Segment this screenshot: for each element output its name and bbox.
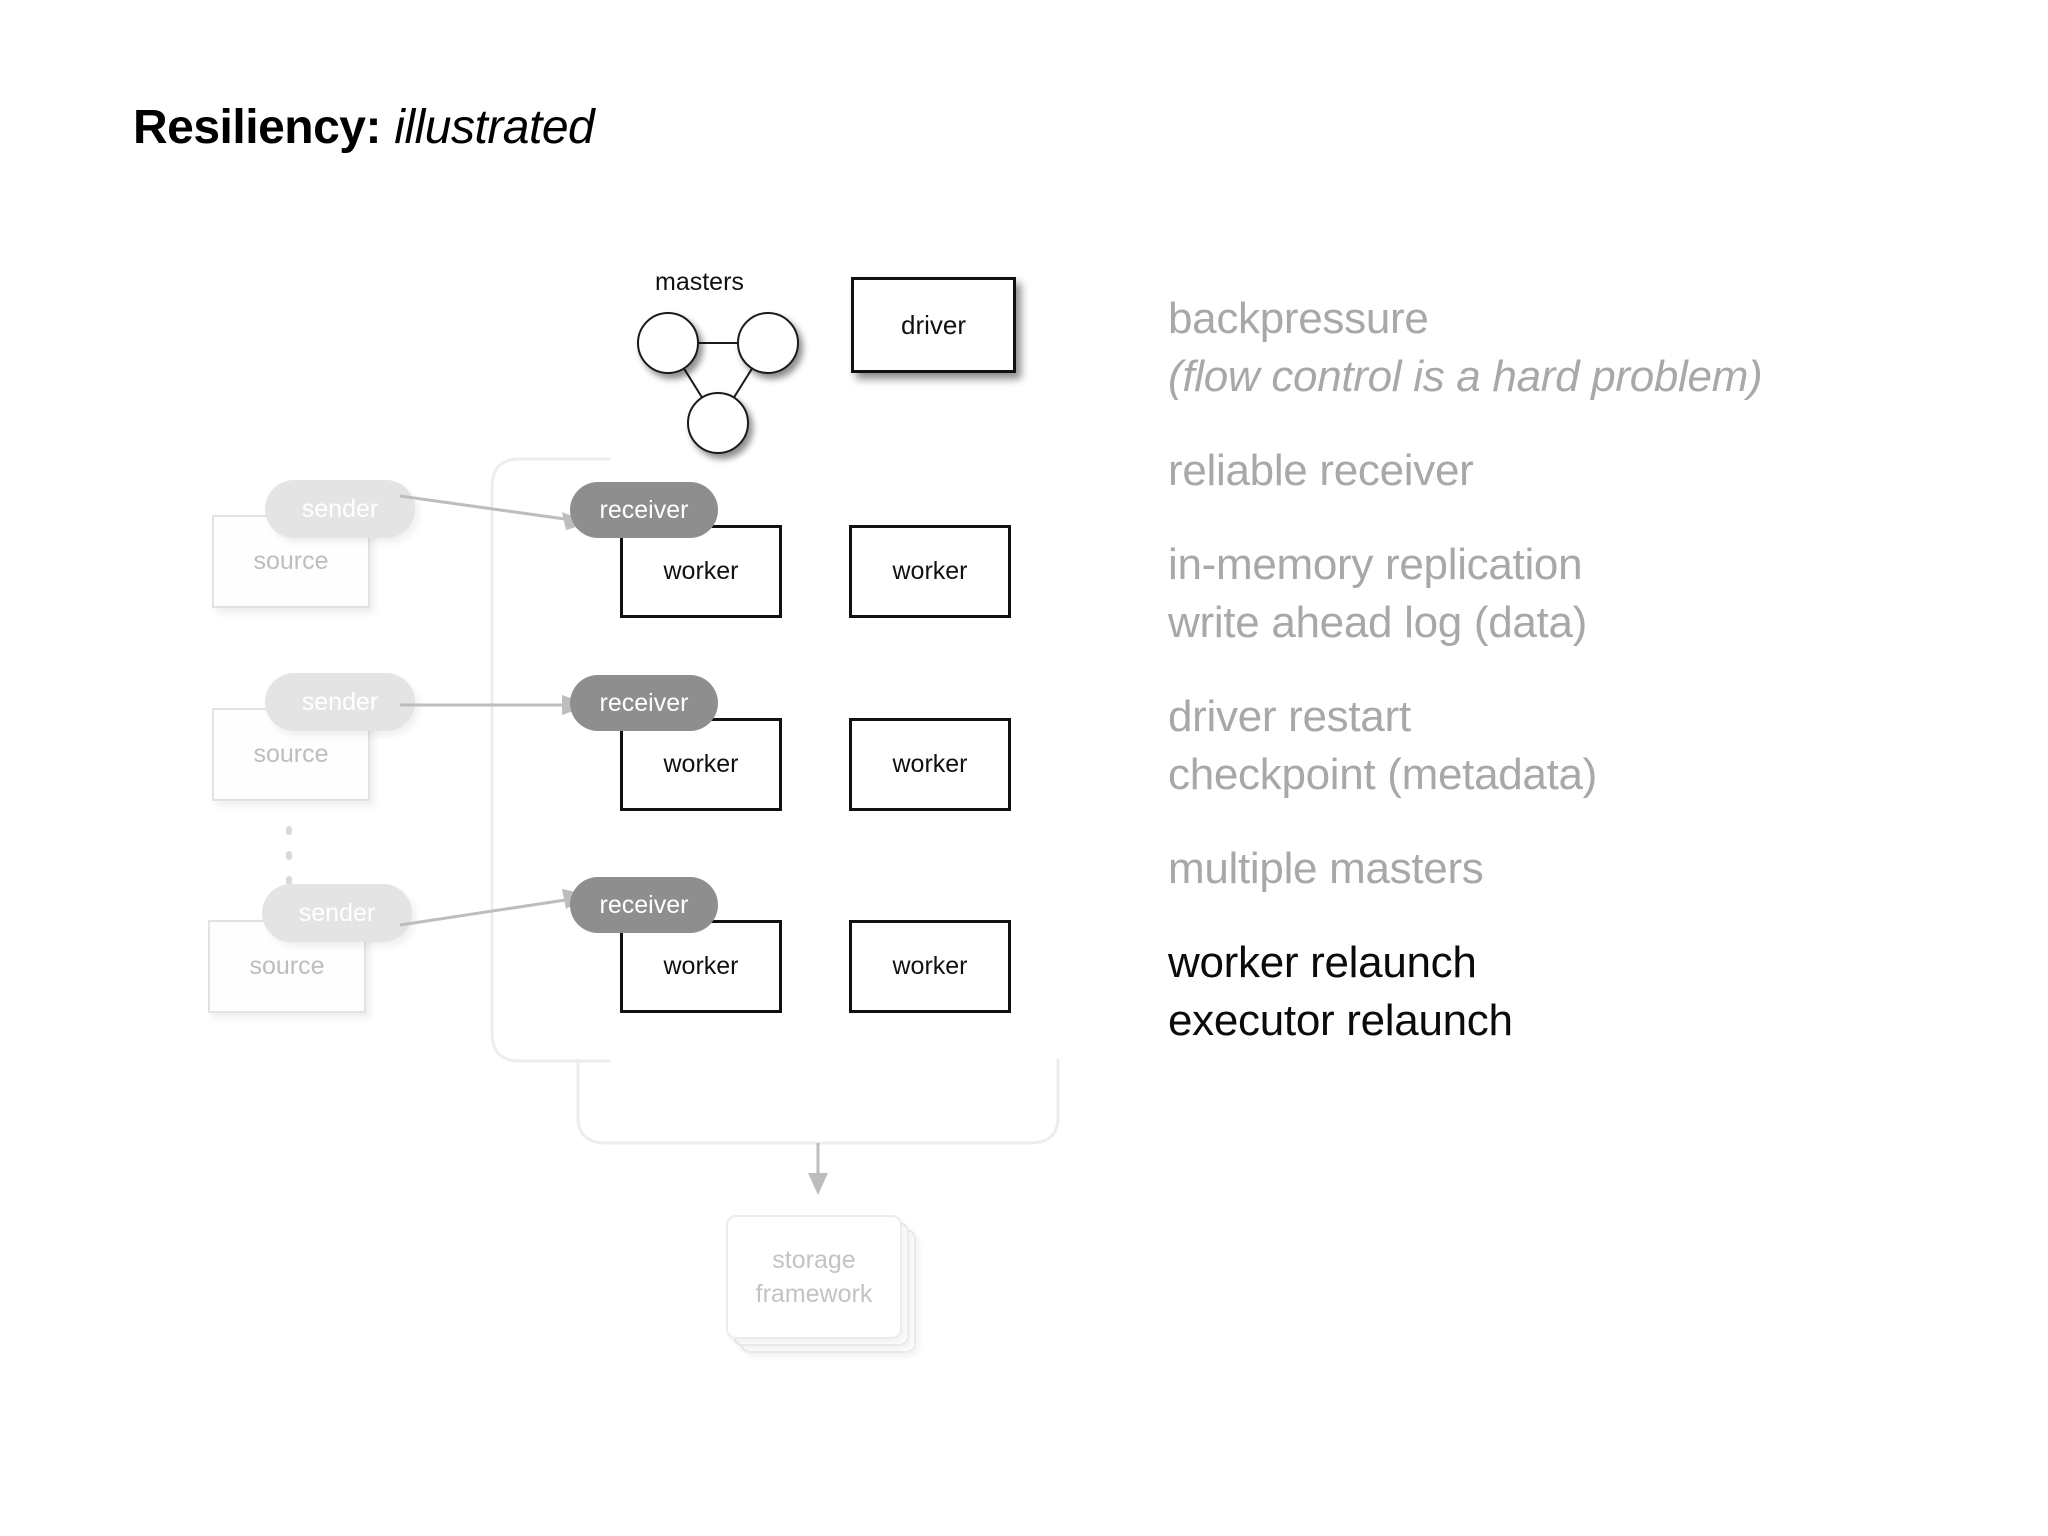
resiliency-feature-list: backpressure (flow control is a hard pro…: [1168, 290, 2008, 1086]
master-node[interactable]: [637, 312, 699, 374]
storage-bracket: [576, 1059, 1060, 1195]
list-item: in-memory replication write ahead log (d…: [1168, 536, 2008, 652]
bullet-line: (flow control is a hard problem): [1168, 352, 1763, 401]
storage-label-line2: framework: [755, 1280, 873, 1308]
bullet-line: worker relaunch: [1168, 938, 1477, 987]
master-node[interactable]: [687, 392, 749, 454]
sender-label: sender: [301, 687, 379, 716]
driver-box[interactable]: driver: [851, 277, 1016, 373]
master-node[interactable]: [737, 312, 799, 374]
storage-card-front: storage framework: [726, 1215, 902, 1339]
bullet-line: checkpoint (metadata): [1168, 750, 1598, 799]
worker-label: worker: [663, 750, 739, 778]
pipeline-row: source sender receiver worker worker: [0, 875, 2048, 1075]
worker-label: worker: [663, 557, 739, 585]
source-label: source: [253, 547, 329, 575]
worker-label: worker: [892, 952, 968, 980]
worker-box-primary[interactable]: worker: [620, 718, 782, 811]
worker-label: worker: [663, 952, 739, 980]
worker-label: worker: [892, 557, 968, 585]
receiver-pill[interactable]: receiver: [570, 482, 718, 538]
sender-pill[interactable]: sender: [265, 673, 415, 731]
receiver-label: receiver: [599, 495, 689, 524]
receiver-pill[interactable]: receiver: [570, 877, 718, 933]
bullet-line: driver restart: [1168, 692, 1411, 741]
masters-label: masters: [655, 268, 744, 296]
bullet-line: reliable receiver: [1168, 446, 1474, 495]
list-item: worker relaunch executor relaunch: [1168, 934, 2008, 1050]
worker-box-secondary[interactable]: worker: [849, 718, 1011, 811]
storage-framework-stack[interactable]: storage framework: [726, 1215, 916, 1355]
bullet-line: in-memory replication: [1168, 540, 1583, 589]
sender-label: sender: [298, 898, 376, 927]
worker-box-primary[interactable]: worker: [620, 920, 782, 1013]
receiver-label: receiver: [599, 688, 689, 717]
worker-box-secondary[interactable]: worker: [849, 920, 1011, 1013]
sender-pill[interactable]: sender: [265, 480, 415, 538]
worker-box-primary[interactable]: worker: [620, 525, 782, 618]
bullet-line: backpressure: [1168, 294, 1429, 343]
worker-label: worker: [892, 750, 968, 778]
storage-label-line1: storage: [772, 1246, 856, 1274]
list-item: reliable receiver: [1168, 442, 2008, 500]
bullet-line: multiple masters: [1168, 844, 1484, 893]
title-bold-part: Resiliency:: [133, 101, 381, 154]
bullet-line: executor relaunch: [1168, 996, 1513, 1045]
sender-pill[interactable]: sender: [262, 884, 412, 942]
title-italic-part: illustrated: [394, 101, 595, 154]
source-label: source: [249, 952, 325, 980]
receiver-label: receiver: [599, 890, 689, 919]
page-title: Resiliency: illustrated: [133, 100, 595, 156]
list-item: driver restart checkpoint (metadata): [1168, 688, 2008, 804]
receiver-pill[interactable]: receiver: [570, 675, 718, 731]
bullet-line: write ahead log (data): [1168, 598, 1587, 647]
list-item: backpressure (flow control is a hard pro…: [1168, 290, 2008, 406]
list-item: multiple masters: [1168, 840, 2008, 898]
source-label: source: [253, 740, 329, 768]
pipeline-row: source sender receiver worker worker: [0, 480, 2048, 680]
driver-label: driver: [900, 309, 966, 340]
worker-box-secondary[interactable]: worker: [849, 525, 1011, 618]
pipeline-row: source sender receiver worker worker: [0, 673, 2048, 873]
sender-label: sender: [301, 494, 379, 523]
